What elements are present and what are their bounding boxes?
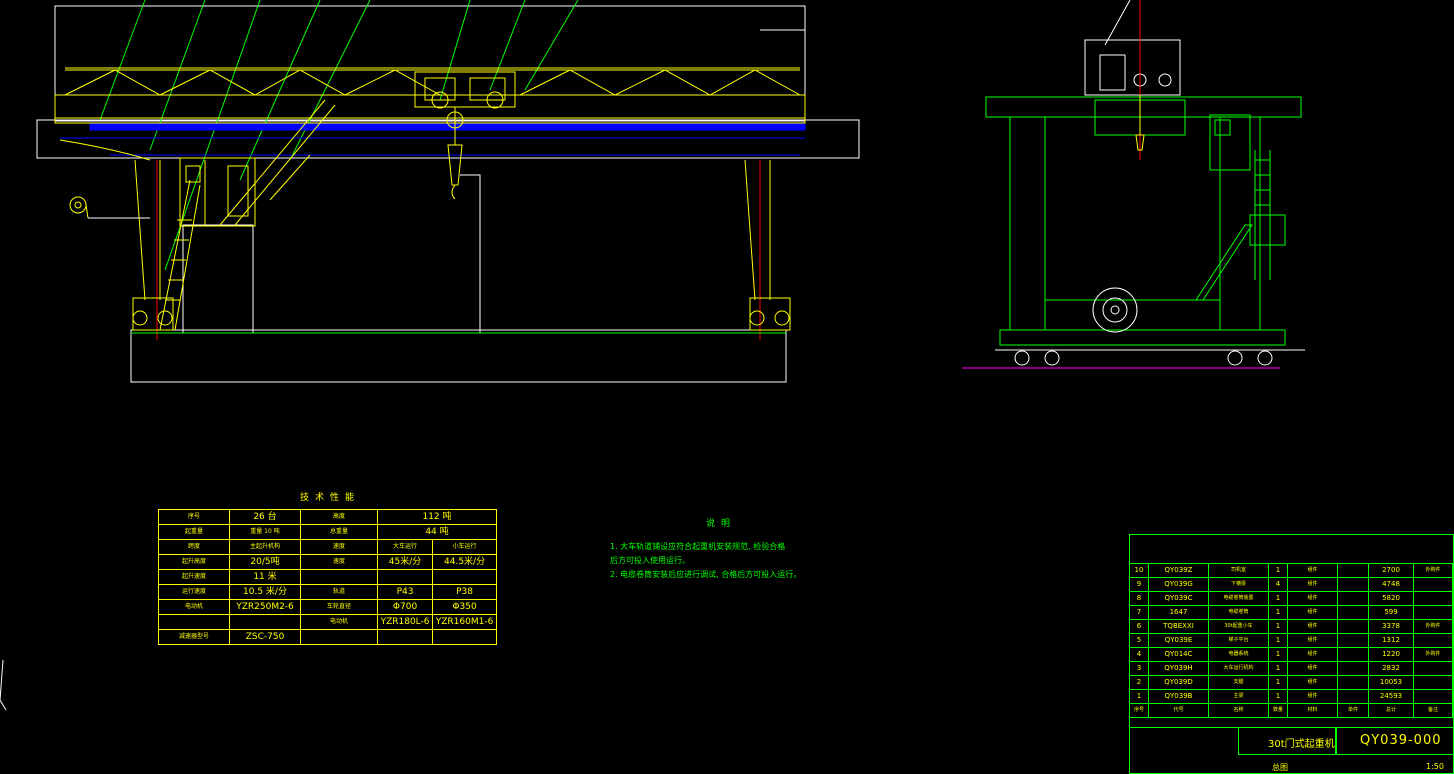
spec-table: 序号 26 台 高度 112 吨 起重量 重量 10 吨 总重量 44 吨 跨度… — [158, 509, 497, 645]
notes-title: 说明 — [706, 519, 737, 529]
rail-beam — [89, 123, 806, 131]
side-wheels — [995, 349, 1305, 366]
spec-row: 电动机 YZR250M2-6 车轮直径 Φ700 Φ350 — [158, 599, 497, 615]
spec-row: 电动机 YZR180L-6 YZR160M1-6 — [158, 614, 497, 630]
side-trolley — [1084, 0, 1181, 96]
spec-row: 运行速度 10.5 米/分 轨道 P43 P38 — [158, 584, 497, 600]
drawing-subtitle: 总图 — [1272, 763, 1288, 772]
drawing-number: QY039-000 — [1360, 733, 1442, 748]
parts-header-row: 序号代号名称数量 材料单件总计备注 — [1129, 703, 1453, 718]
spec-row: 跨度 主起升机构 速度 大车运行 小车运行 — [158, 539, 497, 555]
end-carriage-left — [132, 297, 174, 331]
hoist-envelope-frame — [54, 5, 806, 122]
operator-cab — [179, 157, 256, 227]
notes-block: 1. 大车轨道铺设应符合起重机安装规范, 检验合格 后方可投入使用运行。 2. … — [610, 540, 801, 582]
drawing-scale: 1:50 — [1426, 762, 1444, 771]
cab-side-frame — [760, 29, 806, 121]
note-line: 后方可投入使用运行。 — [610, 556, 690, 565]
end-carriage-right — [749, 297, 791, 331]
spec-row: 起升速度 11 米 — [158, 569, 497, 585]
side-hook — [1135, 95, 1145, 151]
girder-frame — [36, 119, 860, 159]
main-girder — [54, 94, 806, 161]
side-rungs — [1255, 159, 1270, 206]
front-elevation-view — [36, 0, 860, 383]
hook-height-line — [460, 174, 481, 333]
access-stair — [159, 99, 336, 331]
note-line: 1. 大车轨道铺设应符合起重机安装规范, 检验合格 — [610, 542, 786, 551]
top-railing — [64, 67, 801, 96]
leader-lines — [99, 0, 579, 271]
title-name-cell — [1238, 727, 1337, 755]
spec-row: 起升高度 20/5吨 速度 45米/分 44.5米/分 — [158, 554, 497, 570]
drawing-name: 30t门式起重机 — [1268, 739, 1335, 750]
note-line: 2. 电缆卷筒安装后应进行调试, 合格后方可投入运行。 — [610, 570, 802, 579]
side-frame — [985, 96, 1302, 346]
spec-row: 序号 26 台 高度 112 吨 — [158, 509, 497, 525]
hoist-trolley — [414, 71, 516, 200]
clearance-frame — [130, 329, 787, 383]
spec-row: 减速器型号 ZSC-750 — [158, 629, 497, 645]
side-cable-reel — [1092, 287, 1138, 333]
spec-row: 起重量 重量 10 吨 总重量 44 吨 — [158, 524, 497, 540]
spec-table-title: 技术性能 — [300, 493, 361, 503]
side-elevation-view — [962, 0, 1305, 369]
center-lines — [156, 160, 761, 340]
sheet-edge-mark — [0, 659, 7, 711]
support-legs — [134, 159, 771, 301]
cab-column — [182, 224, 254, 334]
cable-reel — [69, 196, 150, 219]
